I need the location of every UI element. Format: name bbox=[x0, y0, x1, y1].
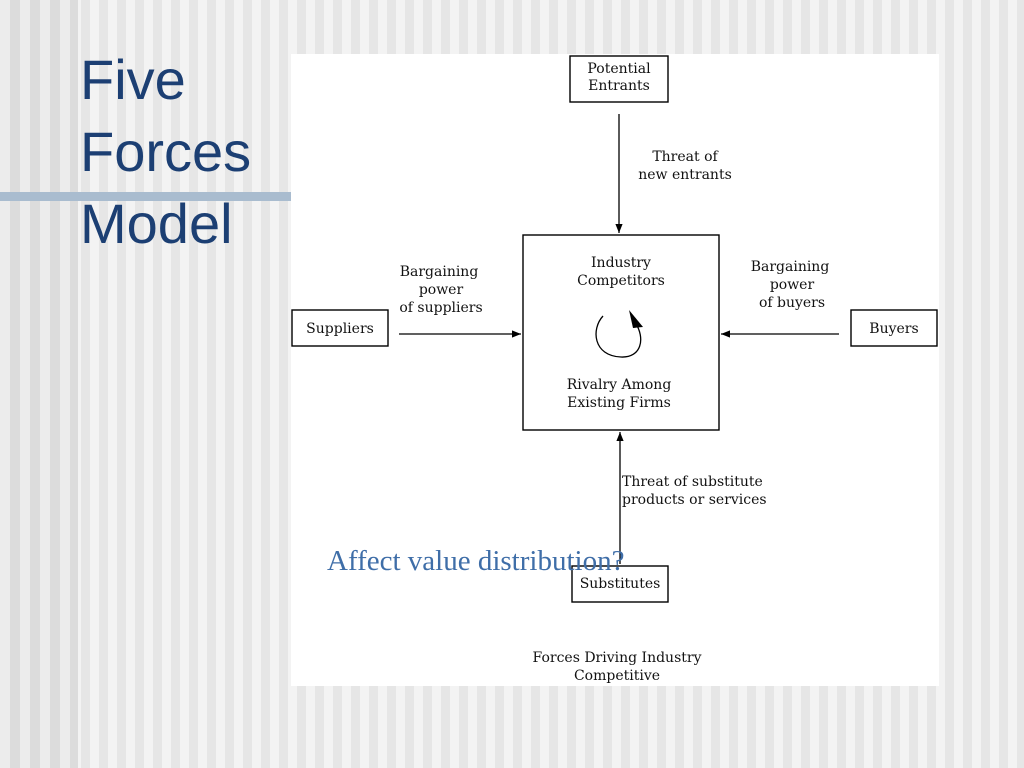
threat-substitutes-label: products or services bbox=[622, 492, 767, 508]
buyers-label: Buyers bbox=[869, 321, 918, 337]
bargaining-buyers-label: power bbox=[770, 277, 815, 293]
title-line: Five bbox=[80, 48, 186, 111]
rivalry-label: Existing Firms bbox=[567, 395, 671, 411]
potential-entrants-label: Potential bbox=[587, 61, 651, 77]
bargaining-suppliers-label: power bbox=[419, 282, 464, 298]
bargaining-buyers-label: of buyers bbox=[759, 295, 825, 311]
suppliers-label: Suppliers bbox=[306, 321, 374, 337]
title-line: Model bbox=[80, 192, 233, 255]
threat-new-entrants-label: Threat of bbox=[652, 149, 719, 165]
buyers-box: Buyers bbox=[850, 309, 938, 347]
rivalry-cycle-icon bbox=[595, 315, 642, 358]
threat-new-entrants-label: new entrants bbox=[638, 167, 732, 183]
bargaining-buyers-label: Bargaining bbox=[751, 259, 830, 275]
title-accent-rule bbox=[0, 192, 292, 201]
diagram-caption: Competitive bbox=[574, 668, 660, 684]
rivalry-label: Rivalry Among bbox=[567, 377, 672, 393]
five-forces-diagram: Potential Entrants Threat of new entrant… bbox=[291, 54, 939, 686]
substitutes-box: Substitutes bbox=[571, 565, 669, 603]
rivalry-cycle-arrowhead-icon bbox=[629, 310, 643, 328]
threat-substitutes-label: Threat of substitute bbox=[622, 474, 763, 490]
bargaining-suppliers-label: Bargaining bbox=[400, 264, 479, 280]
slide-title: Five Forces Model bbox=[80, 44, 251, 260]
potential-entrants-box: Potential Entrants bbox=[569, 55, 669, 103]
industry-competitors-box: Industry Competitors Rivalry Among Exist… bbox=[522, 234, 720, 431]
value-distribution-question: Affect value distribution? bbox=[327, 545, 625, 577]
bargaining-suppliers-label: of suppliers bbox=[399, 300, 482, 316]
industry-competitors-label: Competitors bbox=[577, 273, 665, 289]
substitutes-label: Substitutes bbox=[580, 576, 661, 592]
diagram-canvas: Potential Entrants Threat of new entrant… bbox=[291, 55, 938, 684]
potential-entrants-label: Entrants bbox=[588, 78, 650, 94]
left-stripe-band bbox=[0, 0, 78, 768]
diagram-caption: Forces Driving Industry bbox=[533, 650, 702, 666]
suppliers-box: Suppliers bbox=[291, 309, 389, 347]
industry-competitors-label: Industry bbox=[591, 255, 651, 271]
title-line: Forces bbox=[80, 120, 252, 183]
